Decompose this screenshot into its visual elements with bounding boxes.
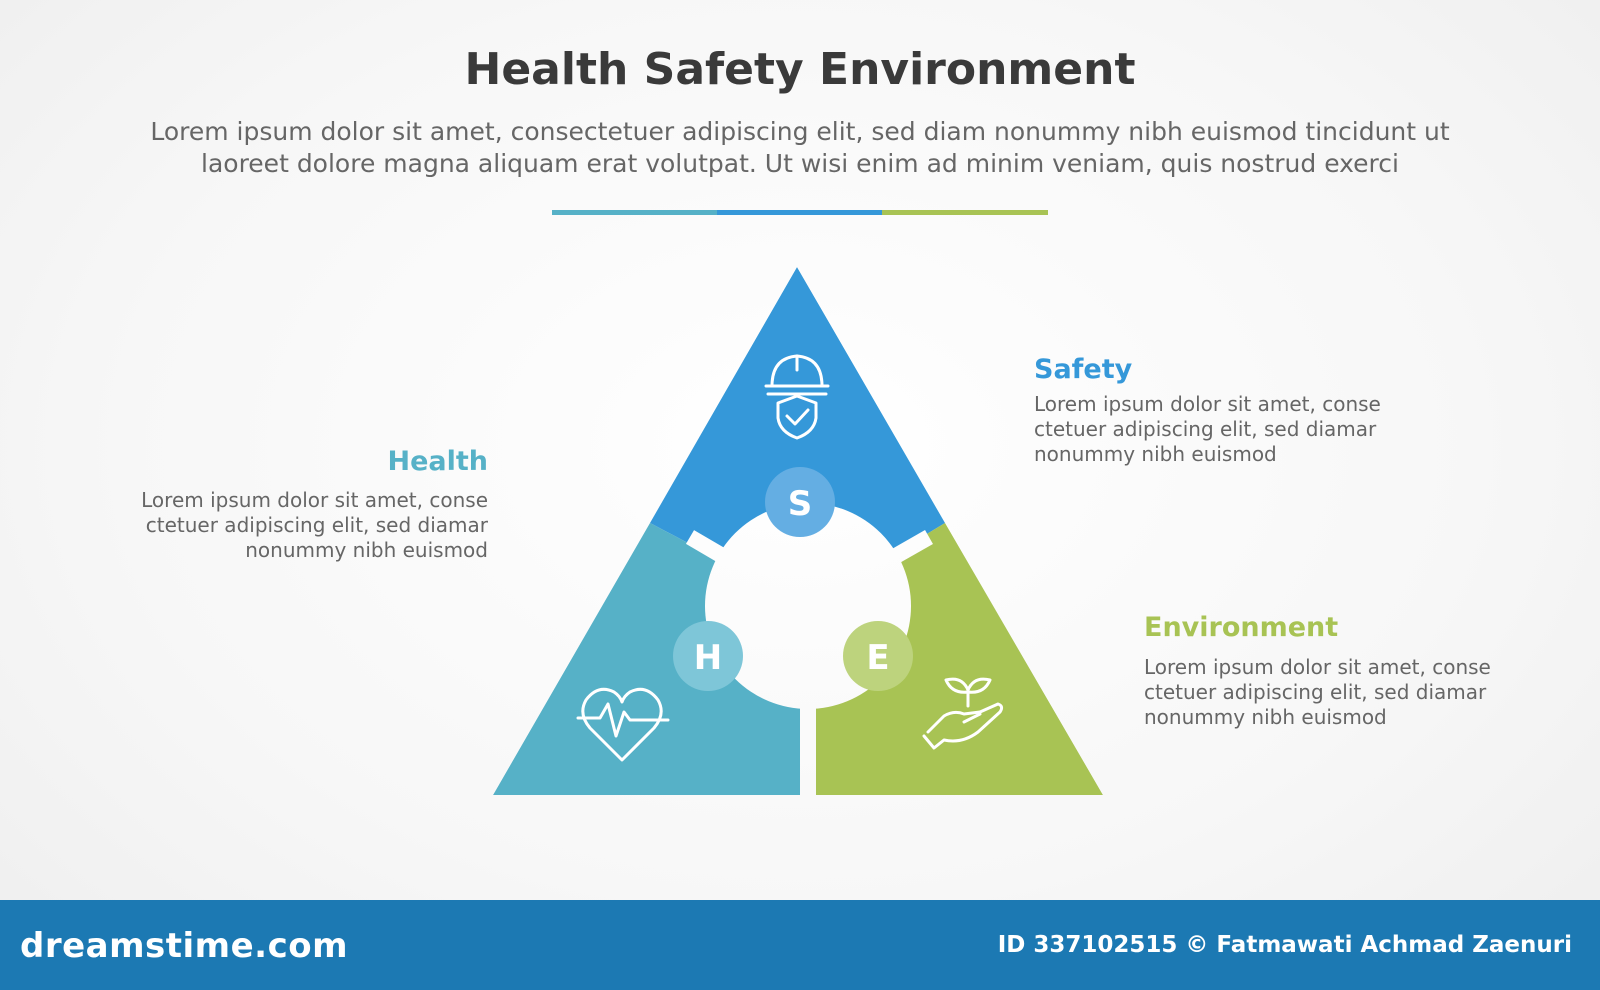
footer-bar: dreamstime.com ID 337102515 © Fatmawati … <box>0 900 1600 990</box>
environment-title: Environment <box>1144 612 1339 643</box>
heart-pulse-icon <box>576 687 670 762</box>
page-title: Health Safety Environment <box>464 44 1136 95</box>
page-subtitle: Lorem ipsum dolor sit amet, consectetuer… <box>150 117 1450 178</box>
health-badge: H <box>673 621 743 691</box>
footer-brand: dreamstime.com <box>20 926 349 966</box>
safety-description: Lorem ipsum dolor sit amet, conse ctetue… <box>1034 392 1381 466</box>
divider-safety <box>717 210 882 215</box>
hse-triangle-diagram: S H E <box>493 267 1103 795</box>
environment-description: Lorem ipsum dolor sit amet, conse ctetue… <box>1144 655 1491 729</box>
hand-plant-icon <box>922 677 1004 750</box>
environment-segment <box>808 523 1103 795</box>
health-description: Lorem ipsum dolor sit amet, conse ctetue… <box>141 488 488 562</box>
environment-badge: E <box>843 621 913 691</box>
safety-title: Safety <box>1034 354 1133 385</box>
divider-health <box>552 210 717 215</box>
divider-environment <box>882 210 1048 215</box>
health-letter: H <box>694 638 722 678</box>
health-segment <box>493 523 808 795</box>
footer-credit: ID 337102515 © Fatmawati Achmad Zaenuri <box>997 932 1572 958</box>
hard-hat-shield-icon <box>764 354 830 440</box>
safety-badge: S <box>765 467 835 537</box>
health-title: Health <box>387 446 488 477</box>
safety-letter: S <box>788 484 813 524</box>
environment-letter: E <box>866 638 889 678</box>
